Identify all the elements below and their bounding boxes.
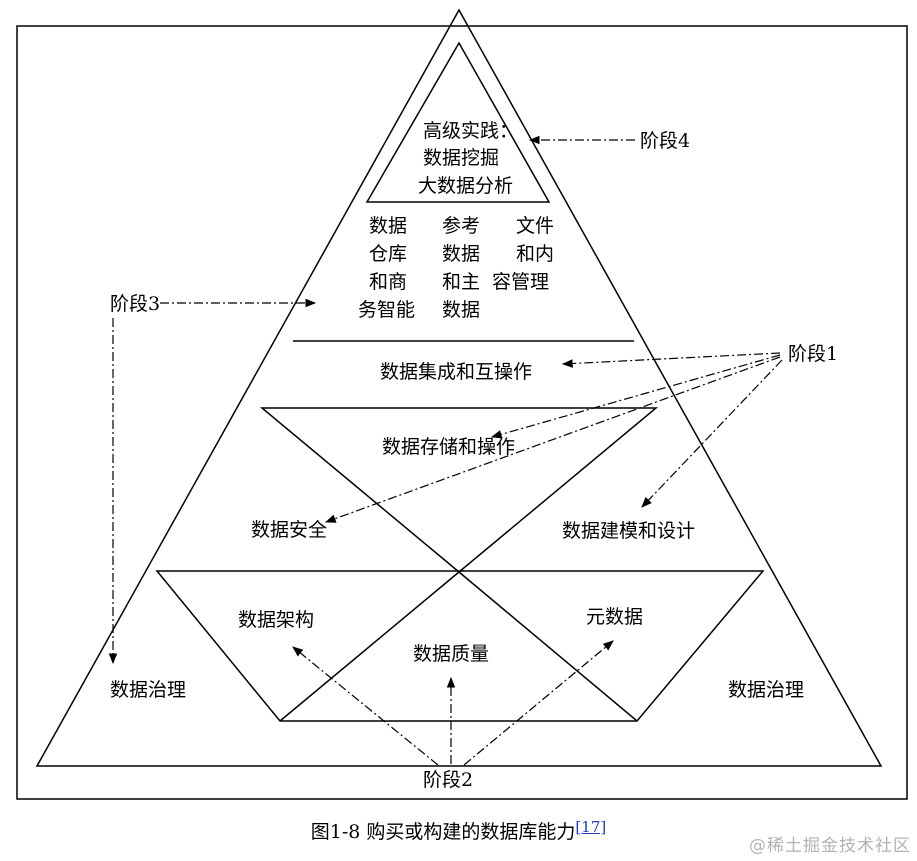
area-quality: 数据质量 [413,643,489,665]
stage1-arrow-to-integration [561,352,781,368]
outer-pyramid [35,8,883,767]
stage3-label: 阶段3 [110,293,160,315]
area-storage: 数据存储和操作 [382,436,515,458]
stage3-col1-line1: 数据 [369,215,407,237]
x-line-left [279,571,460,722]
caption-reference-link[interactable]: [17] [575,818,607,836]
stage1-label: 阶段1 [788,343,838,365]
figure-caption: 图1-8 购买或构建的数据库能力[17] [0,817,917,844]
x-line-right [458,571,638,722]
top-practice-line-2: 数据挖掘 [423,147,499,169]
stage2-label: 阶段2 [423,769,473,791]
stage4-label: 阶段4 [640,130,690,152]
stage1-arrow-to-storage [490,354,781,439]
storage-inverted-triangle [259,407,659,573]
watermark: @稀土掘金技术社区 [749,836,911,856]
area-architecture: 数据架构 [238,609,314,631]
stage3-col2-line4: 数据 [442,299,480,321]
top-practice-triangle [365,41,551,203]
stage3-col1-line2: 仓库 [369,243,407,265]
stage3-col3-line3: 容管理 [492,271,549,293]
stage3-col2-line2: 数据 [442,243,480,265]
area-security: 数据安全 [251,519,327,541]
stage3-col2-line3: 和主 [442,271,480,293]
stage2-arrow-to-architecture [292,646,439,766]
area-governance-left: 数据治理 [110,679,186,701]
outer-frame [16,25,908,800]
area-integration: 数据集成和互操作 [380,361,532,383]
stage3-col2-line1: 参考 [442,215,480,237]
area-metadata: 元数据 [586,606,643,628]
stage2-arrow-to-metadata [463,640,614,766]
top-practice-line-3: 大数据分析 [418,175,513,197]
stage3-col1-line4: 务智能 [358,299,415,321]
area-modeling: 数据建模和设计 [562,520,695,542]
stage1-arrow-to-security [324,356,781,523]
area-governance-right: 数据治理 [728,679,804,701]
stage3-col3-line1: 文件 [516,215,554,237]
top-practice-line-1: 高级实践： [423,120,518,142]
stage3-col1-line3: 和商 [369,271,407,293]
stage3-col3-line2: 和内 [516,243,554,265]
caption-text: 图1-8 购买或构建的数据库能力 [310,821,576,843]
